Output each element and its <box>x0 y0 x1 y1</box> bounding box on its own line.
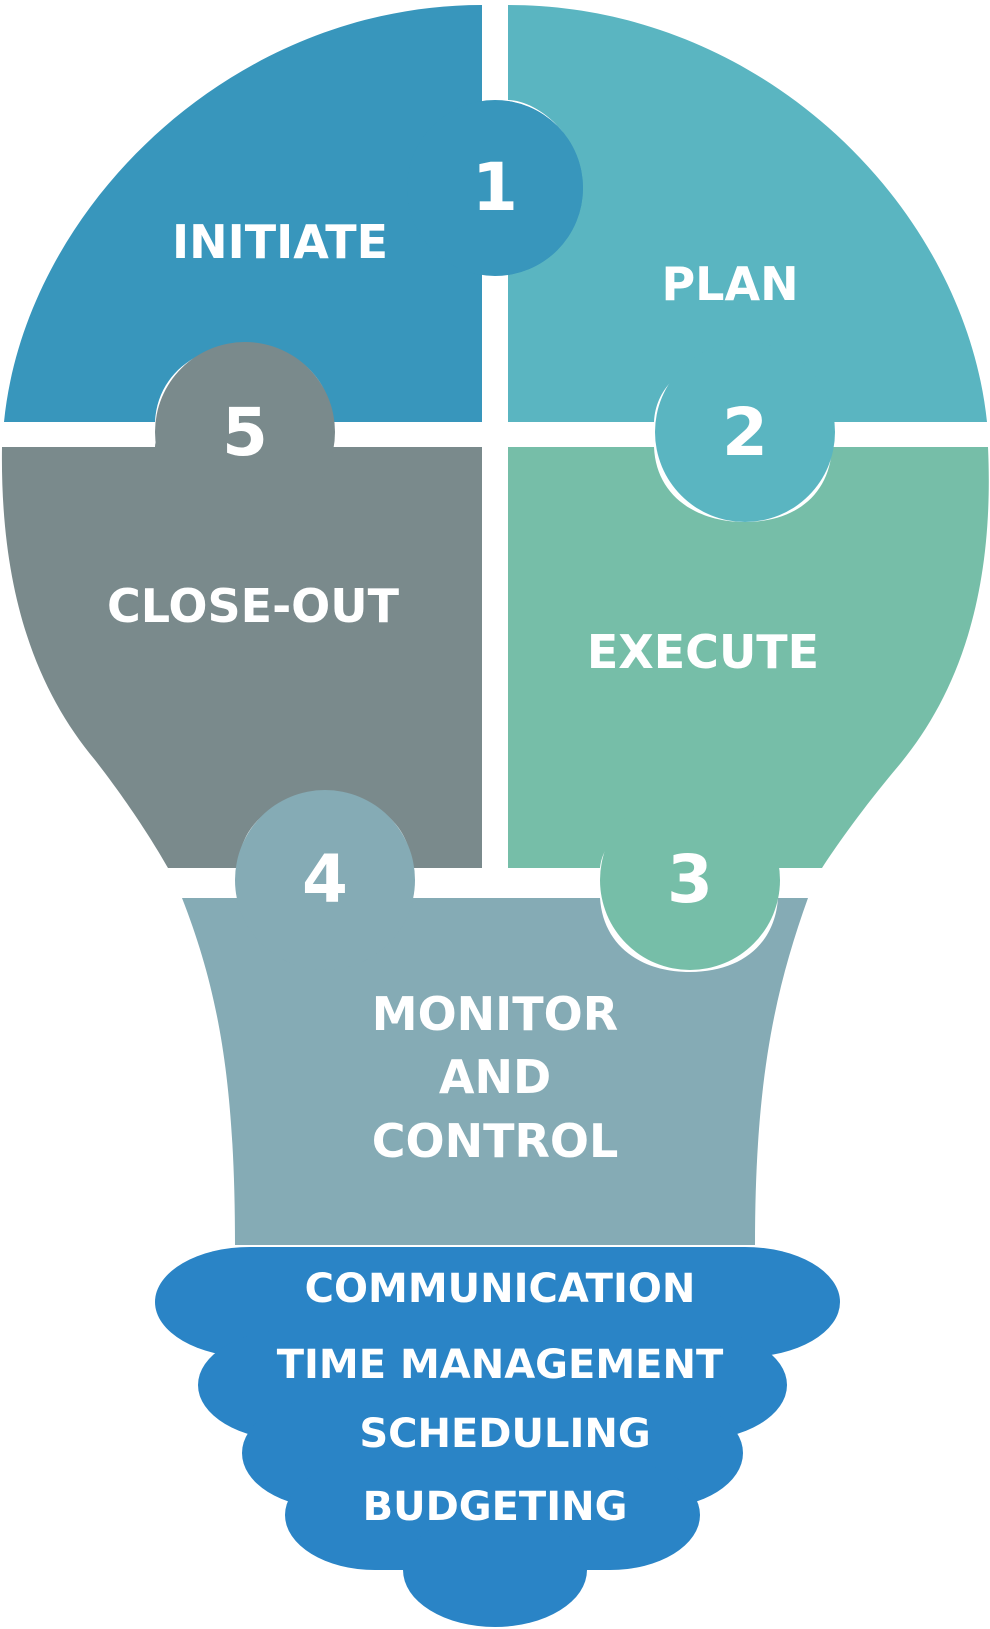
number-5-bump <box>155 342 335 522</box>
number-1-label: 1 <box>472 149 518 226</box>
initiate-label: INITIATE <box>172 215 388 269</box>
number-3-label: 3 <box>667 841 713 918</box>
execute-label: EXECUTE <box>587 625 819 679</box>
number-2-label: 2 <box>722 394 768 471</box>
skill-communication: COMMUNICATION <box>305 1266 696 1312</box>
number-3-bump <box>600 790 780 970</box>
close-out-segment <box>1 395 483 868</box>
divider-horizontal <box>835 422 990 447</box>
monitor-label-line-1: MONITOR <box>372 987 618 1041</box>
skill-budgeting: BUDGETING <box>363 1484 628 1530</box>
divider-horizontal <box>0 422 155 447</box>
execute-segment <box>508 447 989 868</box>
number-1-bump-top <box>407 100 583 276</box>
initiate-segment <box>4 5 582 422</box>
divider-neck <box>782 868 822 898</box>
plan-segment <box>508 5 987 422</box>
monitor-label-line-3: CONTROL <box>372 1114 619 1168</box>
plan-label: PLAN <box>661 257 798 311</box>
number-4-label: 4 <box>302 841 348 918</box>
monitor-label-line-2: AND <box>439 1050 551 1104</box>
divider-neck <box>165 868 235 898</box>
divider-horizontal <box>335 422 651 447</box>
skill-scheduling: SCHEDULING <box>359 1411 650 1457</box>
number-2-bump <box>655 342 835 522</box>
number-4-bump <box>235 790 415 970</box>
number-5-label: 5 <box>222 394 268 471</box>
divider-neck <box>415 868 595 898</box>
close-out-label: CLOSE-OUT <box>107 579 400 633</box>
skill-time-management: TIME MANAGEMENT <box>277 1342 724 1388</box>
divider-vertical-bottom <box>482 447 508 868</box>
base-cloud <box>155 1247 840 1627</box>
